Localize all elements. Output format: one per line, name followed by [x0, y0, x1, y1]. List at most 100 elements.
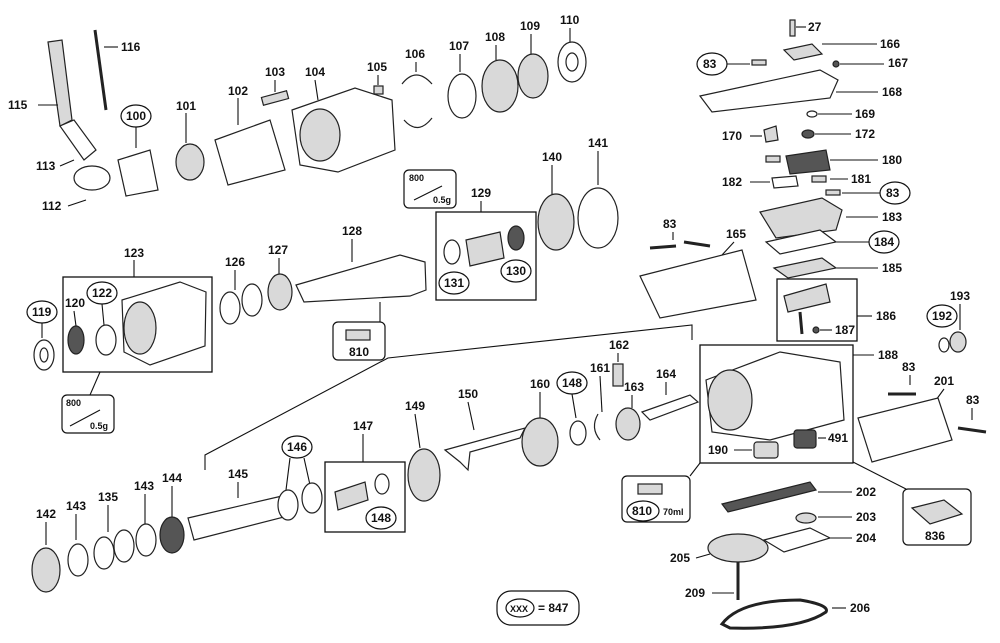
label-169: 169: [855, 107, 875, 121]
label-193: 193: [950, 289, 970, 303]
label-103: 103: [265, 65, 285, 79]
label-172: 172: [855, 127, 875, 141]
label-161: 161: [590, 361, 610, 375]
part-120-seal: [67, 325, 85, 355]
label-101: 101: [176, 99, 196, 113]
part-128-spindle: [295, 254, 427, 303]
label-120: 120: [65, 296, 85, 310]
part-190-bearing: [753, 441, 779, 459]
label-142: 142: [36, 507, 56, 521]
part-106-clip-lower: [403, 117, 433, 129]
label-810-bottom: 810: [632, 504, 652, 518]
box-129: [435, 211, 537, 301]
box-188: [699, 344, 854, 464]
part-113-clamp: [59, 119, 97, 161]
part-126-washer: [219, 291, 241, 325]
label-185: 185: [882, 261, 902, 275]
label-83-b: 83: [886, 186, 900, 200]
part-167-spring: [832, 60, 840, 68]
legend-placeholder-oval: [505, 598, 535, 618]
part-109-sleeve: [517, 53, 549, 99]
label-115: 115: [8, 98, 28, 112]
part-145-tool-holder: [187, 495, 289, 541]
part-140-bearing: [537, 193, 575, 251]
part-491-bearing: [793, 429, 817, 449]
grease-amount-mid: 0.5g: [433, 195, 451, 205]
part-201-handle-cover: [857, 397, 953, 463]
label-27: 27: [808, 20, 822, 34]
label-165: 165: [726, 227, 746, 241]
label-204: 204: [856, 531, 876, 545]
part-180-switch-block: [785, 149, 831, 175]
part-166-switch: [782, 43, 824, 61]
callout-148-a: [365, 506, 397, 530]
label-190: 190: [708, 443, 728, 457]
part-186-intermediate-gear: [783, 283, 831, 313]
part-163-piston: [615, 407, 641, 441]
label-144: 144: [162, 471, 182, 485]
part-204-bracket: [762, 527, 832, 553]
label-127: 127: [268, 243, 288, 257]
part-165-side-cover: [639, 249, 757, 319]
label-209: 209: [685, 586, 705, 600]
label-202: 202: [856, 485, 876, 499]
part-112-band: [73, 165, 111, 191]
part-122-ring: [95, 324, 117, 356]
part-203-sprocket: [795, 512, 817, 524]
grease-amount-left: 0.5g: [90, 421, 108, 431]
label-106: 106: [405, 47, 425, 61]
part-142-spring: [31, 547, 61, 593]
box-186: [776, 278, 858, 342]
part-115-handle: [47, 39, 73, 127]
label-146: 146: [287, 440, 307, 454]
legend-equals: = 847: [538, 601, 569, 615]
label-186: 186: [876, 309, 896, 323]
part-116-depth-rod: [93, 29, 108, 111]
label-123: 123: [124, 246, 144, 260]
part-101-sleeve: [175, 143, 205, 181]
label-148-b: 148: [562, 376, 582, 390]
part-187-key: [812, 326, 820, 334]
part-170-lever: [763, 125, 779, 143]
label-491: 491: [828, 431, 848, 445]
part-83-screw-d: [683, 240, 711, 248]
part-104-bore: [299, 108, 341, 162]
part-106-clip-upper: [401, 74, 433, 85]
part-183-cap: [759, 197, 843, 239]
label-184: 184: [874, 235, 894, 249]
label-201: 201: [934, 374, 954, 388]
box-123: [62, 276, 213, 373]
label-112: 112: [42, 199, 62, 213]
label-131: 131: [444, 276, 464, 290]
part-107-ring: [447, 73, 477, 119]
part-164-connecting-rod: [640, 394, 700, 421]
label-150: 150: [458, 387, 478, 401]
label-148-a: 148: [371, 511, 391, 525]
part-161-circlip: [593, 413, 601, 441]
label-182: 182: [722, 175, 742, 189]
label-143-a: 143: [66, 499, 86, 513]
part-83-screw-b: [825, 189, 841, 196]
label-104: 104: [305, 65, 325, 79]
label-205: 205: [670, 551, 690, 565]
label-187: 187: [835, 323, 855, 337]
label-167: 167: [888, 56, 908, 70]
label-135: 135: [98, 490, 118, 504]
label-149: 149: [405, 399, 425, 413]
label-105: 105: [367, 60, 387, 74]
part-100-collar: [117, 149, 159, 197]
label-140: 140: [542, 150, 562, 164]
label-130: 130: [506, 264, 526, 278]
callout-192: [926, 304, 958, 328]
part-169-washer: [806, 110, 818, 118]
label-164: 164: [656, 367, 676, 381]
part-150-shift-fork: [443, 427, 527, 472]
label-800-left: 800: [66, 398, 81, 408]
label-160: 160: [530, 377, 550, 391]
part-144-ring: [159, 516, 185, 554]
label-116: 116: [121, 40, 141, 54]
label-110: 110: [560, 13, 580, 27]
part-102-clutch-sleeve: [214, 119, 286, 186]
part-193-bearing: [949, 331, 967, 353]
